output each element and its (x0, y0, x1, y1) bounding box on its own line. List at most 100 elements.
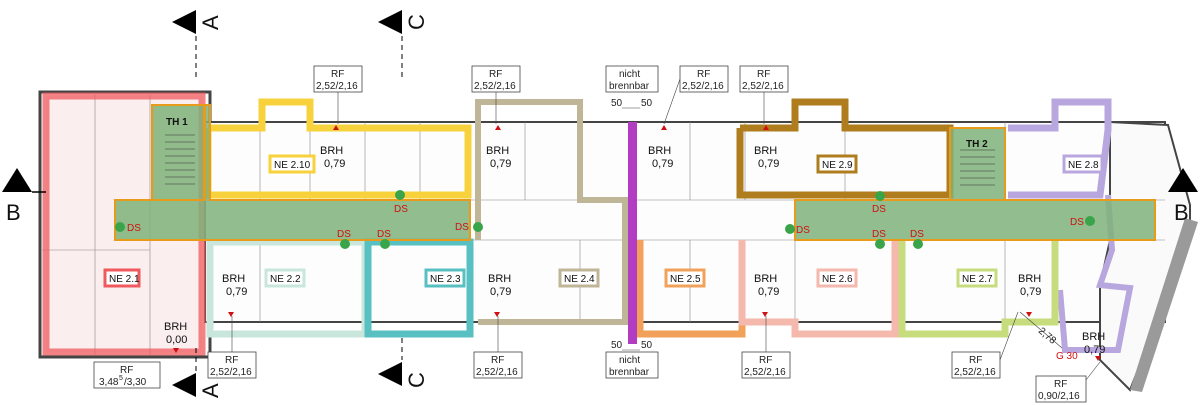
stair-th2-label: TH 2 (966, 139, 988, 150)
brh-label: BRH (648, 145, 671, 157)
brh-value: 0,79 (758, 286, 779, 298)
rf-value: 3,48 (99, 377, 119, 388)
unit-ne29-label: NE 2.9 (822, 160, 853, 171)
section-b-left-label: B (6, 200, 21, 225)
unit-ne23-label: NE 2.3 (430, 274, 461, 285)
brh-label: BRH (754, 145, 777, 157)
brh-value: 0,79 (652, 158, 673, 170)
rf-label: RF (331, 69, 344, 80)
brh-label: BRH (486, 145, 509, 157)
fire-wall-labels: nicht brennbar 50 50 50 50 nicht brennba… (605, 65, 659, 379)
fire-nicht-label: nicht (619, 69, 640, 80)
brh-label: BRH (222, 273, 245, 285)
rf-value: 2,52/2,16 (316, 81, 358, 92)
rf-label: RF (491, 355, 504, 366)
ds-label: DS (337, 229, 351, 240)
stair-th1-label: TH 1 (166, 117, 188, 128)
dim-278-label: 2,78 (1036, 326, 1058, 347)
rf-value: 2,52/2,16 (744, 367, 786, 378)
ne26-outline (738, 240, 899, 338)
brh-value: 0,79 (324, 158, 345, 170)
fire-dim-label: 50 (641, 98, 653, 109)
ds-label: DS (455, 222, 469, 233)
fire-brennbar-label: brennbar (609, 81, 650, 92)
unit-ne27-label: NE 2.7 (962, 274, 993, 285)
brh-annotations: BRH 0,79 BRH 0,79 BRH 0,79 BRH 0,79 BRH … (164, 125, 1105, 361)
brh-value: 0,79 (1020, 286, 1041, 298)
unit-ne24-label: NE 2.4 (564, 274, 595, 285)
section-b-right-marker: B (1168, 168, 1198, 225)
unit-ne25-label: NE 2.5 (670, 274, 701, 285)
brh-value: 0,79 (758, 158, 779, 170)
ds-label: DS (394, 204, 408, 215)
rf-label: RF (120, 365, 133, 376)
section-b-right-label: B (1174, 200, 1189, 225)
rf-value: 2,52/2,16 (476, 367, 518, 378)
brh-label: BRH (320, 145, 343, 157)
rf-callouts-top: RF 2,52/2,16 RF 2,52/2,16 RF 2,52/2,16 R… (313, 65, 789, 125)
ne28-outline (1008, 98, 1112, 199)
ne28-lower (1057, 194, 1134, 353)
section-a-bottom-marker: A (172, 348, 223, 398)
rf-value: 2,52/2,16 (474, 81, 516, 92)
unit-ne21-label: NE 2.1 (109, 274, 140, 285)
fire-wall (628, 122, 637, 344)
rf-value-sup: 5 (119, 375, 123, 382)
section-a-top-label: A (198, 15, 223, 30)
ds-label: DS (796, 225, 810, 236)
brh-label: BRH (754, 273, 777, 285)
rf-label: RF (969, 355, 982, 366)
section-c-top-marker: C (378, 10, 429, 80)
rf-value-tail: /3,30 (124, 377, 147, 388)
rf-value: 2,52/2,16 (682, 81, 724, 92)
brh-value: 0,00 (166, 334, 187, 346)
brh-label: BRH (1018, 273, 1041, 285)
rf-value: 2,52/2,16 (954, 367, 996, 378)
ds-label: DS (872, 204, 886, 215)
rf-label: RF (489, 69, 502, 80)
stair-treads (165, 134, 995, 186)
g30-label: G 30 (1056, 351, 1078, 362)
ds-label: DS (910, 229, 924, 240)
ne23-outline (364, 238, 474, 338)
section-b-left-marker: B (2, 168, 46, 225)
rf-label: RF (757, 69, 770, 80)
ne210-outline (204, 98, 472, 199)
rf-value: 2,52/2,16 (742, 81, 784, 92)
brh-value: 0,79 (1084, 344, 1105, 356)
rf-label: RF (225, 355, 238, 366)
unit-ne28-label: NE 2.8 (1068, 160, 1099, 171)
ds-markers: DS DS DS DS DS DS DS DS DS DS (115, 190, 1095, 249)
fire-dim-label: 50 (641, 340, 653, 351)
fire-nicht-label: nicht (619, 355, 640, 366)
fire-dim-label: 50 (611, 340, 623, 351)
rf-value: 0,90/2,16 (1038, 391, 1080, 402)
ne27-outline (898, 240, 1059, 338)
section-c-bottom-label: C (404, 372, 429, 388)
rf-label: RF (697, 69, 710, 80)
dim-line (1019, 311, 1063, 349)
section-a-bottom-label: A (198, 383, 223, 398)
corridor (114, 104, 1156, 241)
section-c-bottom-marker: C (378, 338, 429, 388)
unit-ne26-label: NE 2.6 (822, 274, 853, 285)
rf-value: 2,52/2,16 (210, 367, 252, 378)
brh-label: BRH (1082, 331, 1105, 343)
brh-label: BRH (164, 321, 187, 333)
ds-label: DS (127, 223, 141, 234)
unit-ne22-label: NE 2.2 (270, 274, 301, 285)
brh-value: 0,79 (490, 286, 511, 298)
rf-label: RF (1054, 379, 1067, 390)
brh-label: BRH (488, 273, 511, 285)
ds-label: DS (872, 229, 886, 240)
unit-labels: NE 2.1 NE 2.10 NE 2.9 NE 2.8 NE 2.2 NE 2… (103, 154, 1104, 288)
ds-label: DS (377, 229, 391, 240)
rf-label: RF (759, 355, 772, 366)
rf-callouts-bottom: RF 3,48 5 /3,30 RF 2,52/2,16 RF 2,52/2,1… (93, 311, 1101, 403)
section-a-top-marker: A (172, 10, 223, 80)
fire-brennbar-label: brennbar (609, 367, 650, 378)
unit-ne210-label: NE 2.10 (274, 160, 311, 171)
ds-label: DS (1070, 217, 1084, 228)
ne29-outline (736, 98, 954, 199)
